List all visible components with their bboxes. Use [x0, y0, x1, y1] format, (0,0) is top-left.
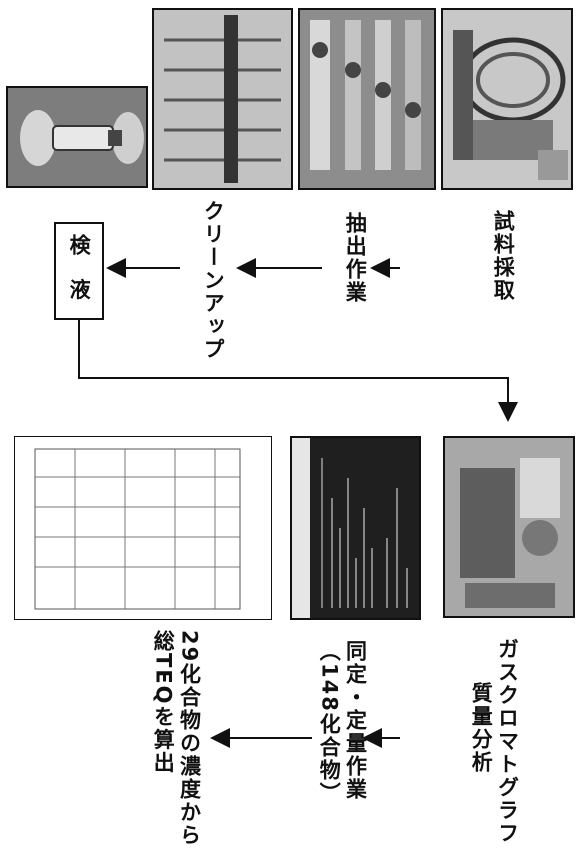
- chromatogram-screen: [290, 436, 421, 620]
- connector-test-to-gcms: [78, 320, 518, 422]
- test-solution-label: 検 液: [67, 234, 92, 308]
- test-solution-box: 検 液: [54, 222, 104, 320]
- step-cleanup-label: クリーンアップ: [201, 200, 226, 361]
- teq-line1: 29化合物の濃度から: [177, 630, 202, 848]
- sampling-photo: [441, 8, 573, 190]
- step-gcms-label: ガスクロマトグラフ 質量分析: [468, 638, 521, 845]
- quant-line1: 同定・定量作業: [343, 640, 368, 801]
- step-sampling-label: 試料採取: [491, 210, 516, 302]
- cleanup-photo: [152, 8, 293, 190]
- step-teq-label: 29化合物の濃度から 総TEQを算出: [150, 630, 203, 847]
- teq-line2: 総TEQを算出: [151, 630, 176, 775]
- extraction-photo: [298, 8, 436, 190]
- quant-line2: （148化合物）: [317, 640, 342, 805]
- gcms-photo: [443, 436, 575, 618]
- step-extraction-label: 抽出作業: [343, 212, 368, 304]
- gcms-line2: 質量分析: [469, 682, 494, 774]
- gcms-line1: ガスクロマトグラフ: [495, 638, 520, 845]
- results-table-page: [14, 436, 272, 620]
- test-solution-photo: [6, 86, 148, 188]
- step-quantification-label: 同定・定量作業 （148化合物）: [316, 640, 369, 805]
